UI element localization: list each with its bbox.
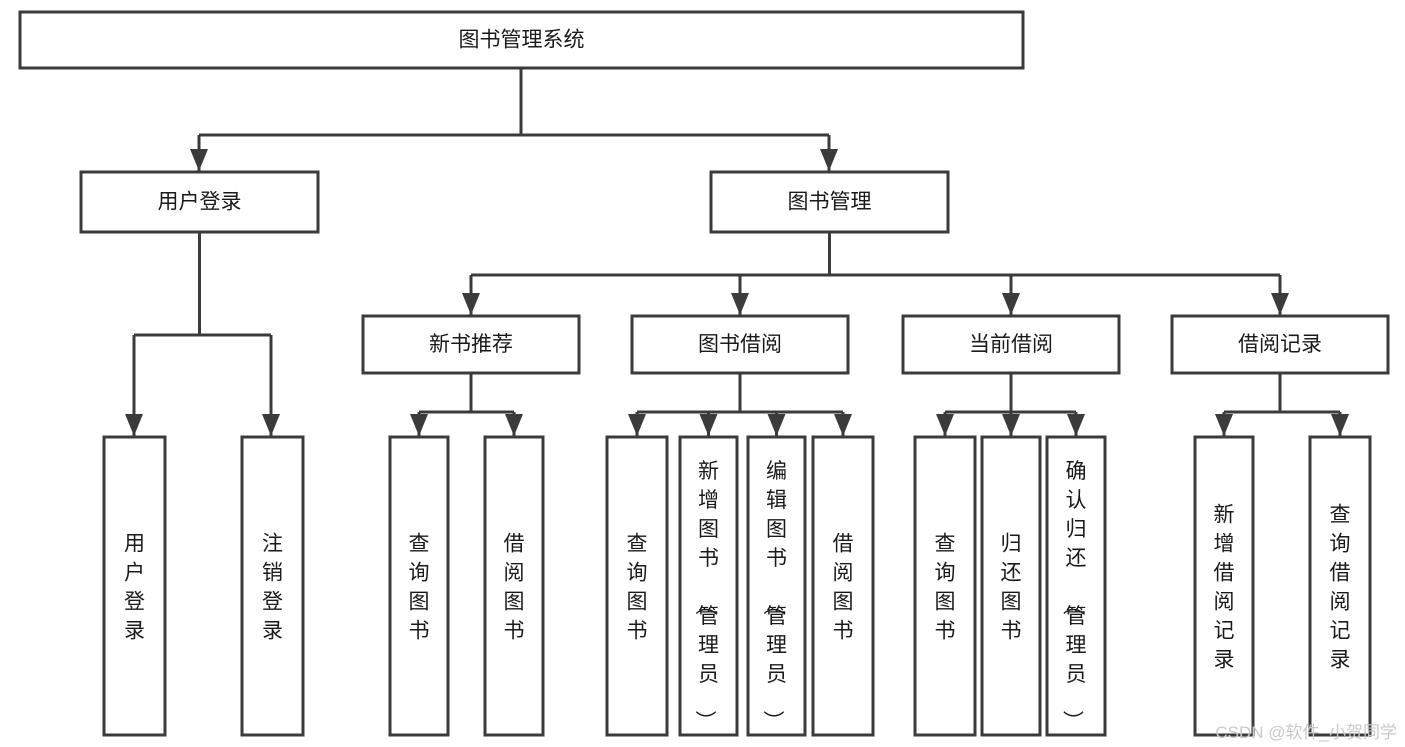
node-leaf-return-book[interactable]: 归还图书 bbox=[980, 435, 1042, 737]
node-leaf-logout-label: 注销登录 bbox=[262, 533, 283, 643]
arrow-head-icon bbox=[820, 149, 838, 171]
node-leaf-query-book-2[interactable]: 查询图书 bbox=[605, 435, 669, 737]
node-leaf-add-book-box bbox=[678, 435, 739, 737]
node-leaf-add-record-label: 新增借阅记录 bbox=[1214, 504, 1235, 672]
node-new-book-rec-label: 新书推荐 bbox=[429, 333, 513, 356]
node-leaf-edit-book[interactable]: 编辑图书（管理员） bbox=[746, 435, 807, 737]
node-leaf-borrow-book-2-label: 借阅图书 bbox=[833, 533, 854, 643]
node-book-borrow-box bbox=[630, 314, 850, 375]
node-leaf-query-book-2-label: 查询图书 bbox=[627, 533, 648, 643]
node-leaf-borrow-book-2[interactable]: 借阅图书 bbox=[811, 435, 875, 737]
node-leaf-query-book-1[interactable]: 查询图书 bbox=[388, 435, 450, 737]
node-root-system-label: 图书管理系统 bbox=[459, 29, 585, 52]
node-borrow-record[interactable]: 借阅记录 bbox=[1170, 314, 1390, 375]
node-leaf-confirm-return[interactable]: 确认归还（管理员） bbox=[1045, 435, 1107, 737]
arrow-head-icon bbox=[125, 414, 143, 436]
node-root-system-box bbox=[18, 10, 1025, 70]
node-leaf-return-book-label: 归还图书 bbox=[1001, 533, 1022, 643]
node-leaf-query-book-3[interactable]: 查询图书 bbox=[913, 435, 977, 737]
node-current-borrow-label: 当前借阅 bbox=[969, 333, 1053, 356]
arrow-head-icon bbox=[1067, 414, 1085, 436]
node-user-login[interactable]: 用户登录 bbox=[79, 170, 320, 234]
arrow-head-icon bbox=[834, 414, 852, 436]
node-book-borrow-label: 图书借阅 bbox=[698, 333, 782, 356]
node-leaf-logout[interactable]: 注销登录 bbox=[240, 435, 305, 737]
node-root-system[interactable]: 图书管理系统 bbox=[18, 10, 1025, 70]
node-borrow-record-box bbox=[1170, 314, 1390, 375]
node-book-manage-label: 图书管理 bbox=[788, 191, 872, 214]
node-new-book-rec-box bbox=[361, 314, 581, 375]
node-leaf-add-book-label: 新增图书（管理员） bbox=[693, 460, 719, 731]
arrow-head-icon bbox=[731, 293, 749, 315]
arrow-head-icon bbox=[462, 293, 480, 315]
node-book-borrow[interactable]: 图书借阅 bbox=[630, 314, 850, 375]
node-leaf-query-record-box bbox=[1308, 435, 1372, 737]
node-leaf-query-book-2-box bbox=[605, 435, 669, 737]
arrow-head-icon bbox=[1215, 414, 1233, 436]
node-leaf-edit-book-box bbox=[746, 435, 807, 737]
arrow-head-icon bbox=[410, 414, 428, 436]
node-borrow-record-label: 借阅记录 bbox=[1238, 333, 1322, 356]
node-leaf-query-book-3-box bbox=[913, 435, 977, 737]
node-leaf-query-book-3-label: 查询图书 bbox=[935, 533, 956, 643]
node-leaf-user-login[interactable]: 用户登录 bbox=[102, 435, 167, 737]
arrow-head-icon bbox=[628, 414, 646, 436]
node-user-login-label: 用户登录 bbox=[158, 191, 242, 214]
node-leaf-logout-box bbox=[240, 435, 305, 737]
node-current-borrow-box bbox=[901, 314, 1121, 375]
node-leaf-add-record[interactable]: 新增借阅记录 bbox=[1193, 435, 1255, 737]
arrow-head-icon bbox=[190, 149, 208, 171]
node-book-manage[interactable]: 图书管理 bbox=[709, 170, 950, 234]
node-leaf-add-book[interactable]: 新增图书（管理员） bbox=[678, 435, 739, 737]
node-leaf-query-book-1-box bbox=[388, 435, 450, 737]
node-leaf-borrow-book-2-box bbox=[811, 435, 875, 737]
arrow-head-icon bbox=[1331, 414, 1349, 436]
arrow-head-icon bbox=[699, 414, 718, 436]
node-user-login-box bbox=[79, 170, 320, 234]
arrow-head-icon bbox=[262, 414, 280, 436]
node-leaf-edit-book-label: 编辑图书（管理员） bbox=[761, 460, 787, 731]
arrow-head-icon bbox=[767, 414, 786, 436]
node-leaf-add-record-box bbox=[1193, 435, 1255, 737]
arrow-head-icon bbox=[1002, 293, 1020, 315]
arrow-head-icon bbox=[1002, 414, 1020, 436]
node-leaf-borrow-book-1[interactable]: 借阅图书 bbox=[483, 435, 545, 737]
node-leaf-return-book-box bbox=[980, 435, 1042, 737]
arrow-head-icon bbox=[505, 414, 523, 436]
node-leaf-user-login-box bbox=[102, 435, 167, 737]
node-new-book-rec[interactable]: 新书推荐 bbox=[361, 314, 581, 375]
node-leaf-borrow-book-1-box bbox=[483, 435, 545, 737]
node-leaf-confirm-return-box bbox=[1045, 435, 1107, 737]
node-leaf-query-record[interactable]: 查询借阅记录 bbox=[1308, 435, 1372, 737]
node-leaf-query-book-1-label: 查询图书 bbox=[409, 533, 430, 643]
node-leaf-query-record-label: 查询借阅记录 bbox=[1330, 504, 1351, 672]
node-leaf-borrow-book-1-label: 借阅图书 bbox=[504, 533, 525, 643]
node-leaf-user-login-label: 用户登录 bbox=[124, 533, 145, 643]
node-book-manage-box bbox=[709, 170, 950, 234]
arrow-head-icon bbox=[1271, 293, 1289, 315]
node-leaf-confirm-return-label: 确认归还（管理员） bbox=[1061, 460, 1087, 731]
node-current-borrow[interactable]: 当前借阅 bbox=[901, 314, 1121, 375]
arrow-head-icon bbox=[936, 414, 954, 436]
